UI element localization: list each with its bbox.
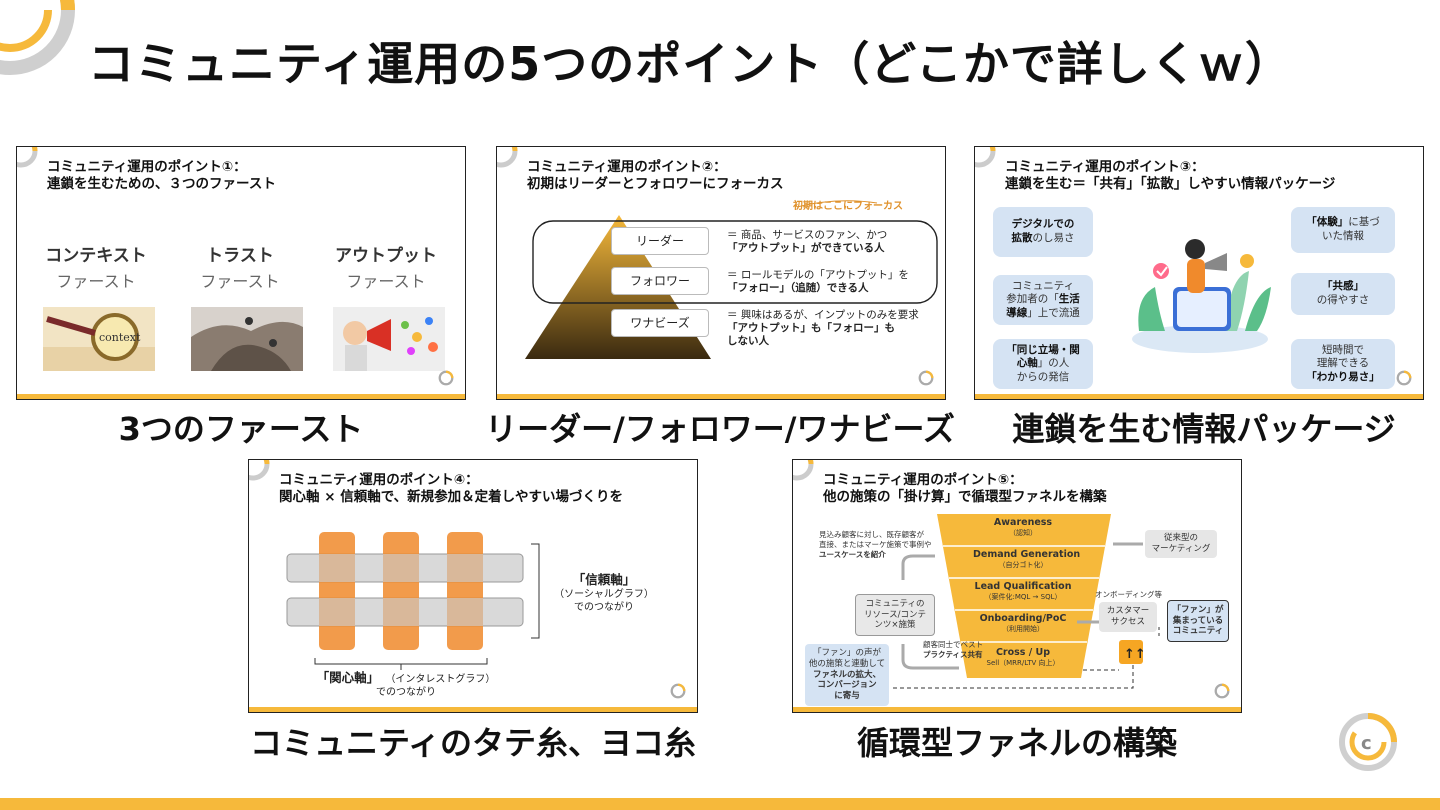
interest-axis-label: 「関心軸」 （インタレストグラフ） でのつながり [311,670,501,699]
first-column-trust: トラスト ファースト [175,241,305,292]
caption-chain-info-package: 連鎖を生む情報パッケージ [974,404,1434,450]
onboarding-note: オンボーディング等 [1095,590,1162,600]
svg-text:context: context [99,331,141,344]
slide-thumbnail-5[interactable]: コミュニティ運用のポイント⑤： 他の施策の「掛け算」で循環型ファネルを構築 ↑↑… [792,459,1242,713]
slide-logo-icon [1213,682,1231,700]
funnel-stage-demand: Demand Generation（自分ゴト化） [973,550,1073,569]
slide-accent-bar [975,394,1423,399]
bottom-accent-band [0,798,1440,810]
funnel-stage-lead: Lead Qualification（案件化:MQL → SQL） [973,582,1073,601]
trust-climb-photo-icon [191,307,303,371]
slide-logo-icon [669,682,687,700]
slide-title: コミュニティ運用のポイント①： 連鎖を生むための、３つのファースト [47,159,276,193]
caption-warp-weft: コミュニティのタテ糸、ヨコ糸 [228,718,718,764]
pill-follower: フォロワー [611,267,709,295]
slide-corner-icon [16,146,41,171]
slide-logo-icon [917,369,935,387]
corner-arc-decoration [0,0,80,80]
bubble-empathy: 「共感」の得やすさ [1291,273,1395,315]
svg-text:↑↑: ↑↑ [1124,647,1146,662]
slide-corner-icon [974,146,999,171]
trust-axis-label: 「信頼軸」 （ソーシャルグラフ） でのつながり [549,572,659,614]
customer-success-box: カスタマーサクセス [1099,602,1157,632]
slide-title: コミュニティ運用のポイント③： 連鎖を生む＝「共有」「拡散」しやすい情報パッケー… [1005,159,1335,193]
bubble-experience: 「体験」に基づいた情報 [1291,207,1395,253]
page-title: コミュニティ運用の5つのポイント（どこかで詳しくｗ） [88,28,1292,94]
slide-thumbnail-2[interactable]: コミュニティ運用のポイント②： 初期はリーダーとフォロワーにフォーカス 初期はこ… [496,146,946,400]
slide-thumbnail-1[interactable]: コミュニティ運用のポイント①： 連鎖を生むための、３つのファースト コンテキスト… [16,146,466,400]
slide-thumbnail-4[interactable]: コミュニティ運用のポイント④： 関心軸 × 信頼軸で、新規参加＆定着しやすい場づ… [248,459,698,713]
desc-wannabes: ＝ 興味はあるが、インプットのみを要求 「アウトプット」も「フォロー」も しない… [727,309,919,348]
left-note: 見込み顧客に対し、既存顧客が 直接、またはマーケ施策で事例や ユースケースを紹介 [819,530,932,559]
fan-community-box: 「ファン」が集まっているコミュニティ [1167,600,1229,642]
brand-logo-icon: c [1336,710,1400,774]
context-magnifier-photo-icon: context [43,307,155,371]
slide-logo-icon [1395,369,1413,387]
slide-logo-icon [437,369,455,387]
pill-leader: リーダー [611,227,709,255]
traditional-marketing-box: 従来型のマーケティング [1145,530,1217,558]
slide-accent-bar [17,394,465,399]
slide-accent-bar [793,707,1241,712]
caption-circular-funnel: 循環型ファネルの構築 [792,718,1242,764]
woman-megaphone-illustration-icon [1125,227,1275,357]
slide-accent-bar [497,394,945,399]
desc-leader: ＝ 商品、サービスのファン、かつ 「アウトプット」ができている人 [727,229,887,255]
desc-follower: ＝ ロールモデルの「アウトプット」を 「フォロー」（追随）できる人 [727,269,909,295]
pill-wannabes: ワナビーズ [611,309,709,337]
slide-accent-bar [249,707,697,712]
funnel-stage-onboarding: Onboarding/PoC（利用開始） [973,614,1073,633]
community-resource-box: コミュニティのリソース/コンテンツ×施策 [855,594,935,636]
svg-text:c: c [1361,733,1372,754]
first-column-output: アウトプット ファースト [321,241,451,292]
megaphone-kid-photo-icon [333,307,445,371]
bubble-life-path: コミュニティ参加者の「生活導線」上で流通 [993,275,1093,325]
peer-practice-note: 顧客同士でベスト プラクティス共有 [923,640,983,660]
bubble-same-position: 「同じ立場・関心軸」の人からの発信 [993,339,1093,389]
focus-note: 初期はここにフォーカス [793,197,903,212]
bubble-digital-spread: デジタルでの拡散のし易さ [993,207,1093,257]
caption-three-firsts: 3つのファースト [16,404,466,450]
caption-leader-follower-wannabes: リーダー/フォロワー/ワナビーズ [470,404,970,450]
first-column-context: コンテキスト ファースト [31,241,161,292]
funnel-stage-awareness: Awareness（認知） [973,518,1073,537]
fan-voice-box: 「ファン」の声が他の施策と連動してファネルの拡大、コンバージョンに寄与 [805,644,889,706]
bubble-easy-understanding: 短時間で理解できる「わかり易さ」 [1291,339,1395,389]
slide-thumbnail-3[interactable]: コミュニティ運用のポイント③： 連鎖を生む＝「共有」「拡散」しやすい情報パッケー… [974,146,1424,400]
